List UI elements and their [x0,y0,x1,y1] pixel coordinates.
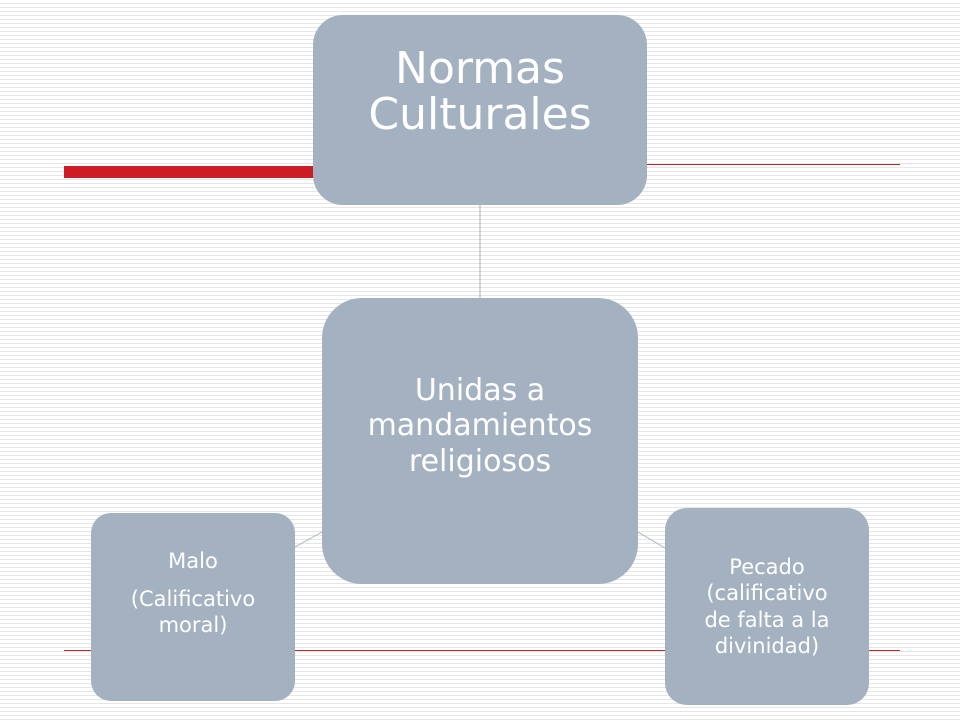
connector-middle-to-left [294,531,323,548]
node-label-line: de falta a la [704,607,830,632]
node-label-line: Pecado [729,555,805,579]
connector-middle-to-right [637,531,666,549]
node-label-line: moral) [158,613,228,638]
node-label-line: Malo [168,548,218,573]
node-malo: Malo (Calificativo moral) [91,513,295,701]
node-label-line: Culturales [368,89,592,140]
node-label-line: Normas [395,42,565,94]
decorative-bottom-rule [64,650,900,651]
node-label-line: Unidas a [414,372,546,408]
node-label-line: (calificativo [706,581,828,606]
node-label-line: (Calificativo [130,586,256,611]
node-label-line: divinidad) [714,633,820,658]
decorative-red-bar [64,166,320,178]
node-label-line: mandamientos [367,408,593,444]
node-unidas-a-mandamientos: Unidas a mandamientos religiosos [322,298,638,584]
node-normas-culturales: Normas Culturales [313,15,647,205]
node-pecado: Pecado (calificativo de falta a la divin… [665,508,869,705]
node-label-line: religiosos [408,443,552,479]
